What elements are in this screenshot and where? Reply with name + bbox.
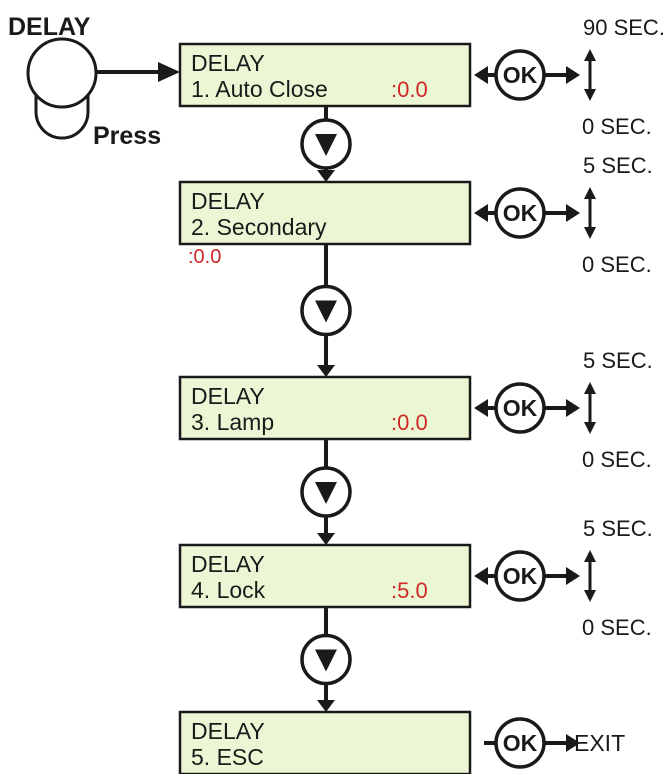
range-down-arrowhead: [584, 590, 596, 602]
range-max-label: 90 SEC.: [583, 15, 665, 40]
down-triangle-icon: [315, 134, 337, 156]
range-down-arrowhead: [584, 422, 596, 434]
range-up-arrowhead: [584, 187, 596, 199]
ok-button-label: OK: [503, 200, 538, 226]
ok-button-label: OK: [503, 62, 538, 88]
range-max-label: 5 SEC.: [583, 153, 653, 178]
down-arrowhead: [317, 365, 335, 377]
lcd-value: :0.0: [188, 246, 221, 268]
range-max-label: 5 SEC.: [583, 348, 653, 373]
range-down-arrowhead: [584, 89, 596, 101]
range-min-label: 0 SEC.: [582, 114, 652, 139]
ok-left-arrowhead: [474, 204, 488, 222]
lcd-line-2: 3. Lamp: [191, 409, 274, 435]
down-arrowhead: [317, 700, 335, 712]
ok-right-arrowhead: [566, 567, 580, 585]
lcd-value: :0.0: [391, 77, 428, 102]
lcd-line-1: DELAY: [191, 383, 265, 409]
range-max-label: 5 SEC.: [583, 516, 653, 541]
lcd-line-1: DELAY: [191, 718, 265, 744]
lcd-value: :0.0: [391, 410, 428, 435]
ok-left-arrowhead: [474, 567, 488, 585]
range-min-label: 0 SEC.: [582, 447, 652, 472]
lcd-line-1: DELAY: [191, 50, 265, 76]
down-triangle-icon: [315, 482, 337, 504]
range-down-arrowhead: [584, 227, 596, 239]
press-label: Press: [93, 122, 161, 150]
lcd-line-2: 1. Auto Close: [191, 76, 328, 102]
lcd-value: :5.0: [391, 578, 428, 603]
ok-button-label: OK: [503, 395, 538, 421]
lcd-line-2: 4. Lock: [191, 577, 266, 603]
down-triangle-icon: [315, 649, 337, 672]
range-up-arrowhead: [584, 550, 596, 562]
down-arrowhead: [317, 170, 335, 182]
ok-left-arrowhead: [474, 399, 488, 417]
range-up-arrowhead: [584, 49, 596, 61]
range-min-label: 0 SEC.: [582, 615, 652, 640]
lcd-screen: [178, 710, 472, 774]
ok-button-label: OK: [503, 730, 538, 756]
lcd-line-1: DELAY: [191, 551, 265, 577]
ok-right-arrowhead: [566, 734, 580, 752]
lcd-screen: [178, 543, 472, 609]
down-arrowhead: [317, 533, 335, 545]
lcd-line-2: 2. Secondary: [191, 214, 327, 240]
ok-right-arrowhead: [566, 66, 580, 84]
lcd-screen: [178, 375, 472, 441]
delay-title: DELAY: [8, 13, 91, 41]
ok-left-arrowhead: [474, 66, 488, 84]
ok-right-arrowhead: [566, 399, 580, 417]
ok-right-arrowhead: [566, 204, 580, 222]
ok-button-label: OK: [503, 563, 538, 589]
lcd-line-1: DELAY: [191, 188, 265, 214]
press-arrowhead: [158, 62, 180, 82]
range-min-label: 0 SEC.: [582, 252, 652, 277]
delay-press-button[interactable]: [26, 37, 98, 140]
down-triangle-icon: [315, 300, 337, 323]
exit-label: EXIT: [574, 730, 625, 756]
range-up-arrowhead: [584, 382, 596, 394]
lcd-line-2: 5. ESC: [191, 744, 264, 770]
